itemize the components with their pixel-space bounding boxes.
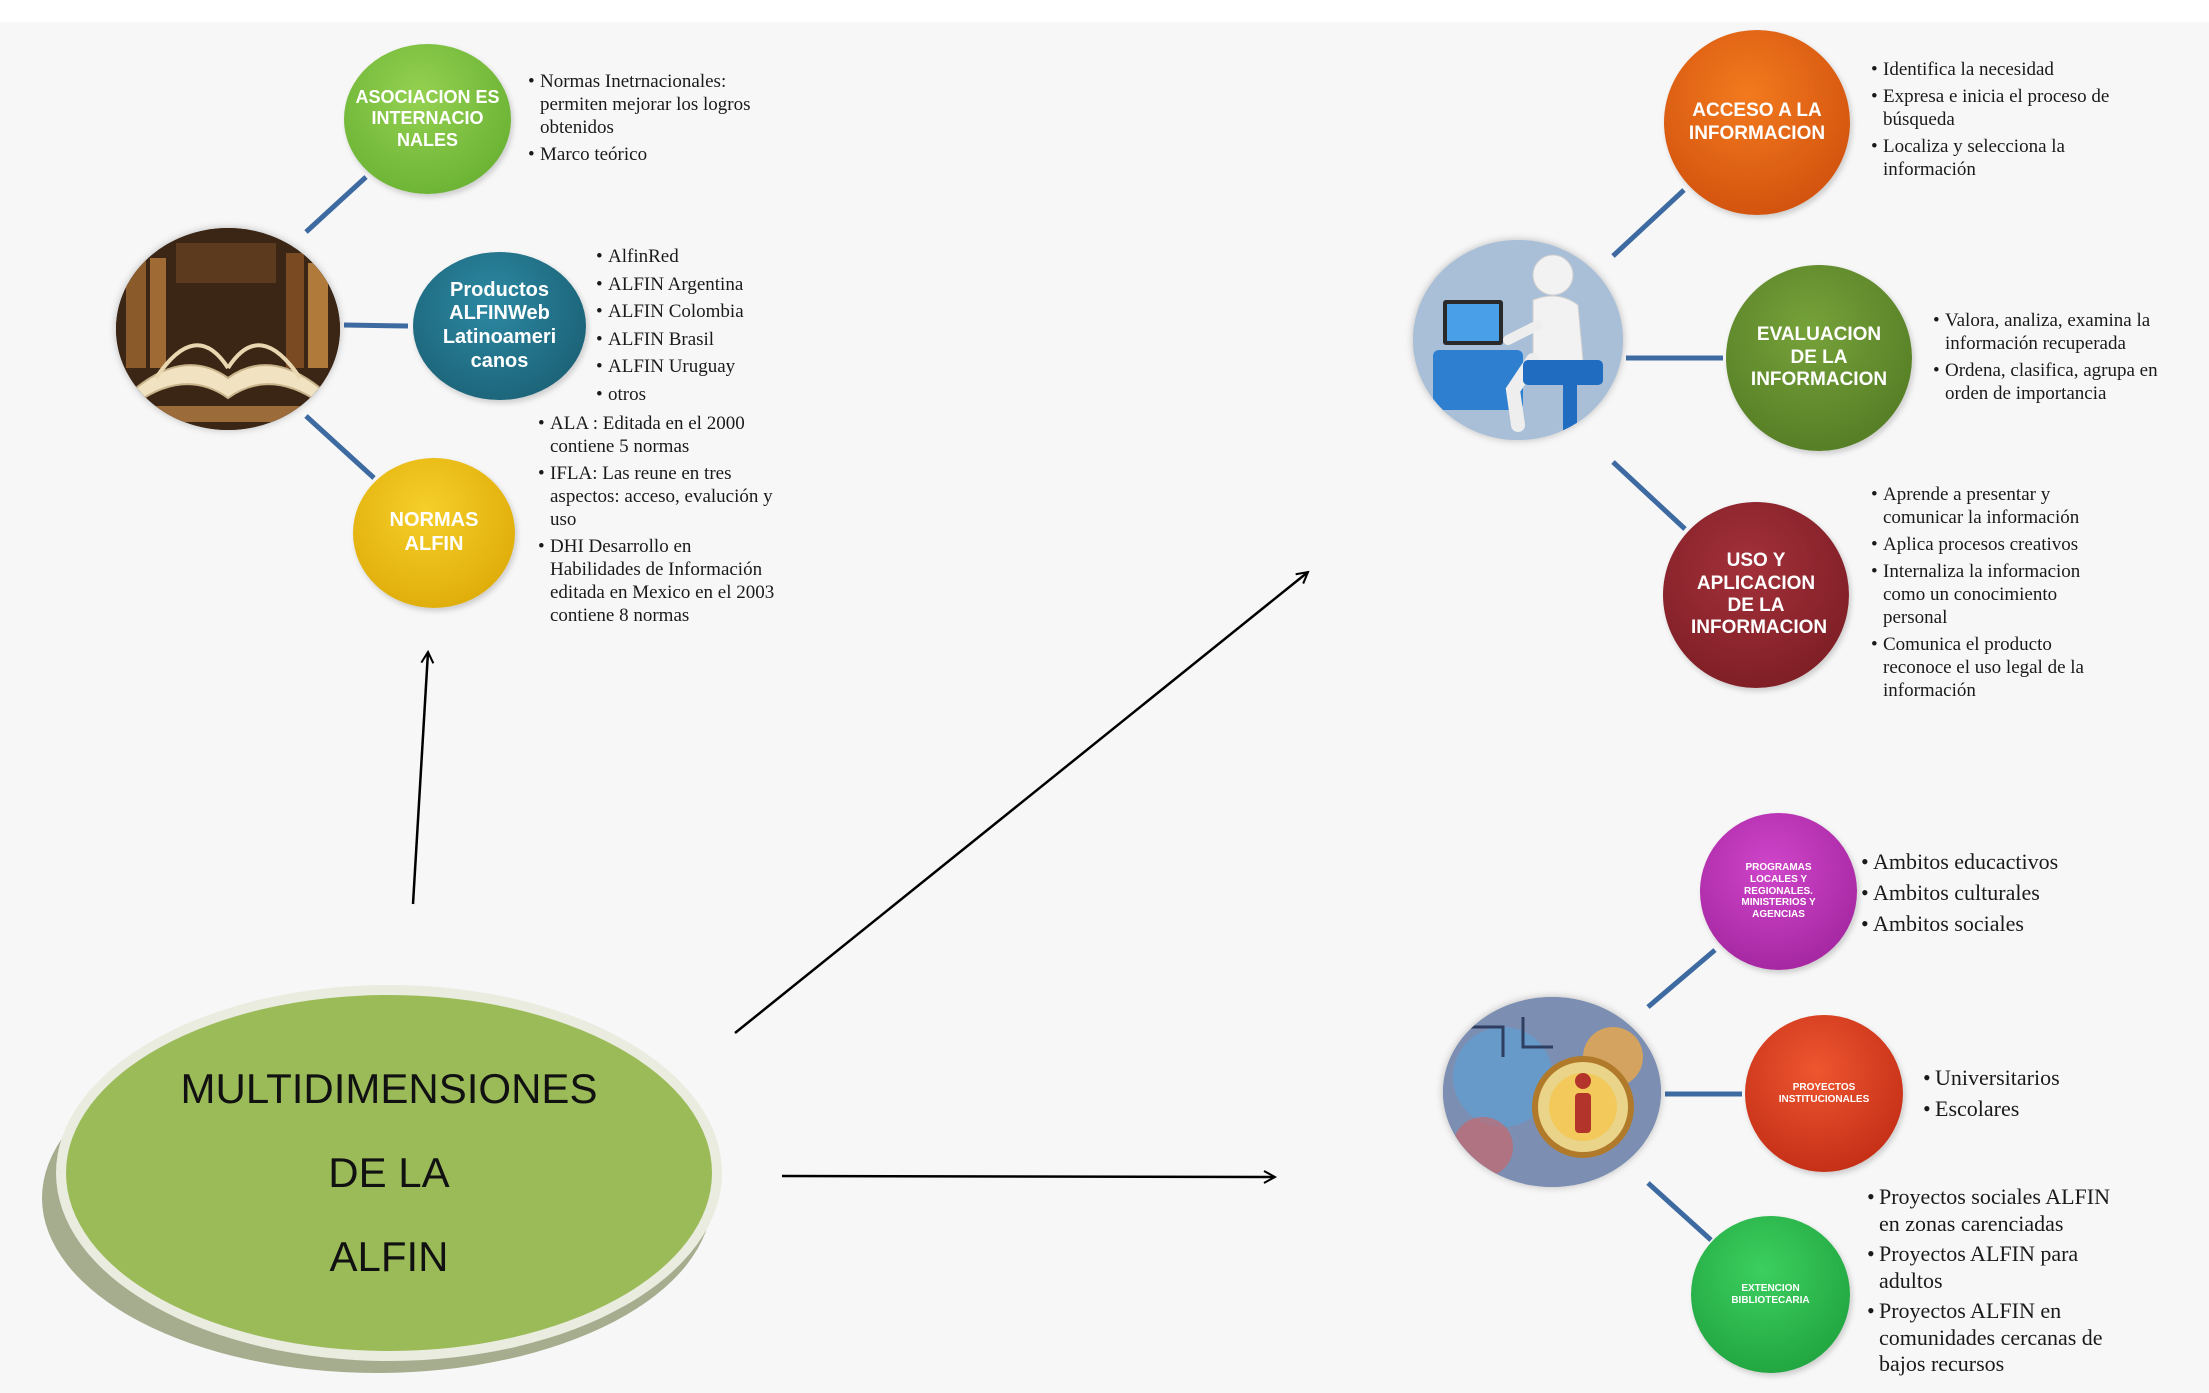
main-ellipse: MULTIDIMENSIONES DE LA ALFIN (66, 995, 712, 1351)
bullet-item: Escolares (1923, 1093, 2123, 1124)
bullet-item: Expresa e inicia el proceso de búsqueda (1871, 85, 2161, 131)
bullets-uso: Aprende a presentar y comunicar la infor… (1871, 483, 2121, 702)
bullet-item: Aplica procesos creativos (1871, 533, 2121, 556)
bullet-item: ALFIN Brasil (596, 326, 796, 354)
node-asociaciones: ASOCIACION ES INTERNACIO NALES (344, 44, 511, 194)
node-uso: USO Y APLICACION DE LA INFORMACION (1663, 502, 1849, 688)
bullet-item: ALFIN Colombia (596, 298, 796, 326)
bullet-item: Ambitos educactivos (1861, 846, 2121, 877)
bullet-item: Universitarios (1923, 1062, 2123, 1093)
connector-left-2 (343, 322, 409, 329)
node-label: PROGRAMAS LOCALES Y REGIONALES. MINISTER… (1741, 862, 1816, 921)
info-collage-image (1443, 997, 1661, 1187)
bullet-item: IFLA: Las reune en tres aspectos: acceso… (538, 462, 783, 531)
bullet-item: Marco teórico (528, 143, 798, 166)
bullet-item: Identifica la necesidad (1871, 58, 2161, 81)
book-icon (116, 228, 340, 430)
bullet-item: Ambitos culturales (1861, 877, 2121, 908)
bullets-acceso: Identifica la necesidad Expresa e inicia… (1871, 58, 2161, 181)
bullet-item: Proyectos ALFIN para adultos (1867, 1241, 2122, 1294)
node-acceso: ACCESO A LA INFORMACION (1664, 30, 1850, 215)
top-band (0, 0, 2209, 22)
bullet-item: Valora, analiza, examina la información … (1933, 309, 2198, 355)
bullet-item: Proyectos sociales ALFIN en zonas carenc… (1867, 1184, 2122, 1237)
open-books-image (116, 228, 340, 430)
connector-right-top-3 (1611, 460, 1687, 531)
info-icon (1443, 997, 1661, 1187)
node-programas: PROGRAMAS LOCALES Y REGIONALES. MINISTER… (1700, 813, 1857, 970)
node-normas-alfin: NORMAS ALFIN (353, 458, 515, 608)
node-label: Productos ALFINWeb Latinoameri canos (442, 278, 557, 372)
node-productos: Productos ALFINWeb Latinoameri canos (413, 252, 586, 400)
bullet-item: Proyectos ALFIN en comunidades cercanas … (1867, 1298, 2122, 1378)
bullet-item: Localiza y selecciona la información (1871, 135, 2161, 181)
node-label: ASOCIACION ES INTERNACIO NALES (355, 87, 500, 150)
arrow-to-right-bottom-branch (781, 1176, 1275, 1177)
person-computer-icon (1413, 240, 1623, 440)
connector-right-bottom-3 (1646, 1181, 1713, 1242)
bullet-item: ALFIN Uruguay (596, 353, 796, 381)
node-label: EVALUACION DE LA INFORMACION (1750, 324, 1888, 391)
bullet-item: DHI Desarrollo en Habilidades de Informa… (538, 535, 783, 627)
bullet-item: Ambitos sociales (1861, 908, 2121, 939)
node-extencion: EXTENCION BIBLIOTECARIA (1691, 1216, 1850, 1373)
connector-right-top-1 (1611, 188, 1686, 258)
node-label: NORMAS ALFIN (389, 509, 479, 555)
person-computer-image (1413, 240, 1623, 440)
bullet-item: Internaliza la informacion como un conoc… (1871, 560, 2121, 629)
connector-left-1 (304, 175, 368, 234)
bullets-asociaciones: Normas Inetrnacionales: permiten mejorar… (528, 70, 798, 166)
bullets-proyectos-institucionales: Universitarios Escolares (1923, 1062, 2123, 1124)
node-label: USO Y APLICACION DE LA INFORMACION (1691, 550, 1828, 639)
main-ellipse-group: MULTIDIMENSIONES DE LA ALFIN (40, 985, 722, 1385)
node-label: ACCESO A LA INFORMACION (1688, 100, 1826, 144)
node-evaluacion: EVALUACION DE LA INFORMACION (1726, 265, 1912, 451)
arrow-to-right-top-branch (734, 572, 1308, 1034)
bullet-item: Ordena, clasifica, agrupa en orden de im… (1933, 359, 2198, 405)
arrow-to-left-branch (411, 652, 428, 905)
bullet-item: otros (596, 381, 796, 409)
connector-left-3 (304, 414, 376, 480)
bullet-item: AlfinRed (596, 243, 796, 271)
bullets-evaluacion: Valora, analiza, examina la información … (1933, 309, 2198, 405)
main-title: MULTIDIMENSIONES DE LA ALFIN (180, 1065, 598, 1280)
bullet-item: ALFIN Argentina (596, 271, 796, 299)
bullet-item: Comunica el producto reconoce el uso leg… (1871, 633, 2121, 702)
bullets-programas: Ambitos educactivos Ambitos culturales A… (1861, 846, 2121, 939)
bullets-productos: AlfinRed ALFIN Argentina ALFIN Colombia … (596, 243, 796, 409)
bullet-item: ALA : Editada en el 2000 contiene 5 norm… (538, 412, 783, 458)
bullets-extencion: Proyectos sociales ALFIN en zonas carenc… (1867, 1184, 2122, 1393)
node-label: EXTENCION BIBLIOTECARIA (1731, 1282, 1810, 1306)
bullet-item: Aprende a presentar y comunicar la infor… (1871, 483, 2121, 529)
bullets-normas-alfin: ALA : Editada en el 2000 contiene 5 norm… (538, 412, 783, 650)
node-label: PROYECTOS INSTITUCIONALES (1778, 1081, 1870, 1105)
connector-right-bottom-1 (1646, 948, 1717, 1009)
bullet-item: Normas Inetrnacionales: permiten mejorar… (528, 70, 798, 139)
node-proyectos-institucionales: PROYECTOS INSTITUCIONALES (1745, 1015, 1903, 1172)
